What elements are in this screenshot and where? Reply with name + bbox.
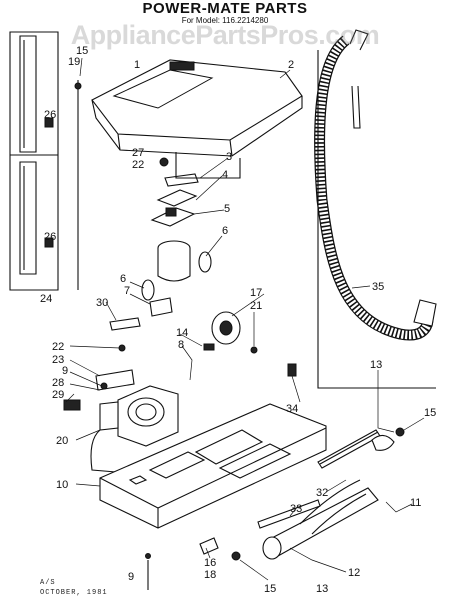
part-number-labels: 15 19 1 2 26 27 22 3 4 5 6 26 6 7 24 30 … bbox=[40, 45, 436, 595]
label-part-2: 2 bbox=[288, 59, 294, 71]
base-housing bbox=[99, 363, 327, 529]
label-part-15: 15 bbox=[76, 45, 88, 57]
label-part-1: 1 bbox=[134, 59, 140, 71]
label-part-19: 19 bbox=[68, 56, 80, 68]
motor-bracket-stack bbox=[109, 157, 212, 331]
label-part-20: 20 bbox=[56, 435, 68, 447]
label-part-24: 24 bbox=[40, 293, 52, 305]
label-part-7: 7 bbox=[124, 285, 130, 297]
label-part-13-bottom: 13 bbox=[316, 583, 328, 595]
label-part-32: 32 bbox=[316, 487, 328, 499]
label-part-11: 11 bbox=[410, 497, 421, 509]
label-part-6-lower: 6 bbox=[120, 273, 126, 285]
label-part-3: 3 bbox=[226, 151, 232, 163]
page-title: POWER-MATE PARTS bbox=[142, 0, 308, 17]
label-part-15-bottom: 15 bbox=[264, 583, 276, 595]
label-part-9: 9 bbox=[62, 365, 68, 377]
label-part-23: 23 bbox=[52, 354, 64, 366]
label-part-10: 10 bbox=[56, 479, 68, 491]
label-part-14: 14 bbox=[176, 327, 188, 339]
label-part-28: 28 bbox=[52, 377, 64, 389]
label-part-6-upper: 6 bbox=[222, 225, 228, 237]
label-part-33: 33 bbox=[290, 503, 302, 515]
label-part-26-lower: 26 bbox=[44, 231, 56, 243]
label-part-16: 16 bbox=[204, 557, 216, 569]
label-part-29: 29 bbox=[52, 389, 64, 401]
label-part-26-upper: 26 bbox=[44, 109, 56, 121]
label-part-18: 18 bbox=[204, 569, 216, 581]
label-part-4: 4 bbox=[222, 169, 228, 181]
label-part-34: 34 bbox=[286, 403, 298, 415]
label-part-15-right: 15 bbox=[424, 407, 436, 419]
label-part-27: 27 bbox=[132, 147, 144, 159]
footer-line-1: A/S bbox=[40, 579, 56, 587]
label-part-35: 35 bbox=[372, 281, 384, 293]
label-part-22-lower: 22 bbox=[52, 341, 64, 353]
watermark: AppliancePartsPros.com bbox=[70, 20, 380, 50]
label-part-5: 5 bbox=[224, 203, 230, 215]
label-part-13-upper: 13 bbox=[370, 359, 382, 371]
top-cover-housing bbox=[91, 59, 303, 179]
label-part-12: 12 bbox=[348, 567, 360, 579]
label-part-21: 21 bbox=[250, 300, 262, 312]
footer-date: OCTOBER, 1981 bbox=[40, 589, 108, 597]
label-part-30: 30 bbox=[96, 297, 108, 309]
brush-roll-assembly bbox=[145, 427, 405, 590]
leader-lines bbox=[65, 57, 425, 581]
label-part-9-bottom: 9 bbox=[128, 571, 134, 583]
label-part-8: 8 bbox=[178, 339, 184, 351]
drive-gear bbox=[203, 311, 258, 354]
motor-unit bbox=[63, 344, 179, 473]
label-part-22-upper: 22 bbox=[132, 159, 144, 171]
label-part-17: 17 bbox=[250, 287, 262, 299]
bumper-strip-assembly bbox=[9, 31, 82, 291]
hose-assembly bbox=[314, 29, 437, 389]
model-subtitle: For Model: 116.2214280 bbox=[181, 16, 269, 25]
